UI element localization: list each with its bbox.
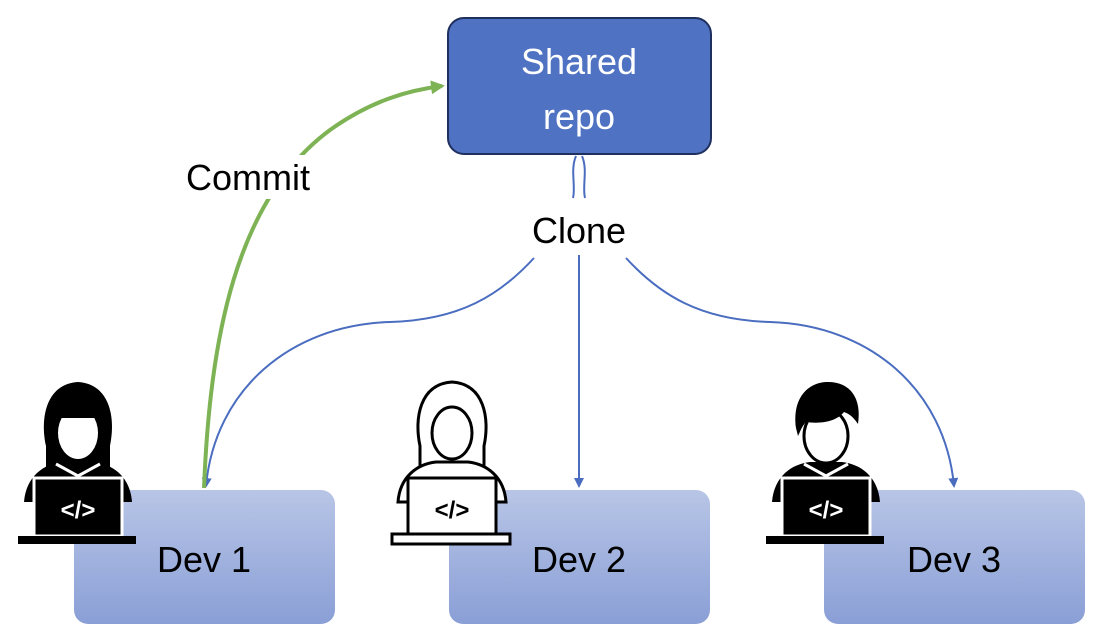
clone-arrow-to-dev-1 xyxy=(201,257,535,488)
dev-1-laptop-glyph: </> xyxy=(61,497,96,524)
dev-3-laptop-glyph: </> xyxy=(809,497,844,524)
clone-arrow-to-dev-3 xyxy=(625,257,959,488)
shared-repo-box xyxy=(447,17,712,155)
commit-label-bg xyxy=(172,155,324,199)
dev-node-2: Dev 2 xyxy=(449,490,710,624)
dev-node-1: Dev 1 xyxy=(74,490,335,624)
dev-1-box xyxy=(74,490,335,624)
dev-1-label: Dev 1 xyxy=(157,539,251,580)
clone-label: Clone xyxy=(532,210,626,251)
developer-long-hair-outline-icon: </> xyxy=(390,380,512,546)
dev-node-3: Dev 3 xyxy=(824,490,1085,624)
developer-short-hair-dark-icon: </> xyxy=(766,382,884,544)
dev-2-label: Dev 2 xyxy=(532,539,626,580)
clone-stem-top xyxy=(572,155,586,199)
dev-3-label: Dev 3 xyxy=(907,539,1001,580)
dev-2-box xyxy=(449,490,710,624)
shared-repo-label-line2: repo xyxy=(543,96,615,137)
commit-arrow xyxy=(202,80,445,489)
clone-connections xyxy=(201,155,959,488)
shared-repo-label-line1: Shared xyxy=(521,41,637,82)
dev-2-laptop-glyph: </> xyxy=(435,497,470,524)
commit-label: Commit xyxy=(186,157,310,198)
dev-3-box xyxy=(824,490,1085,624)
shared-repo-node: Shared repo xyxy=(447,17,712,155)
developer-long-hair-dark-icon: </> xyxy=(18,382,136,544)
